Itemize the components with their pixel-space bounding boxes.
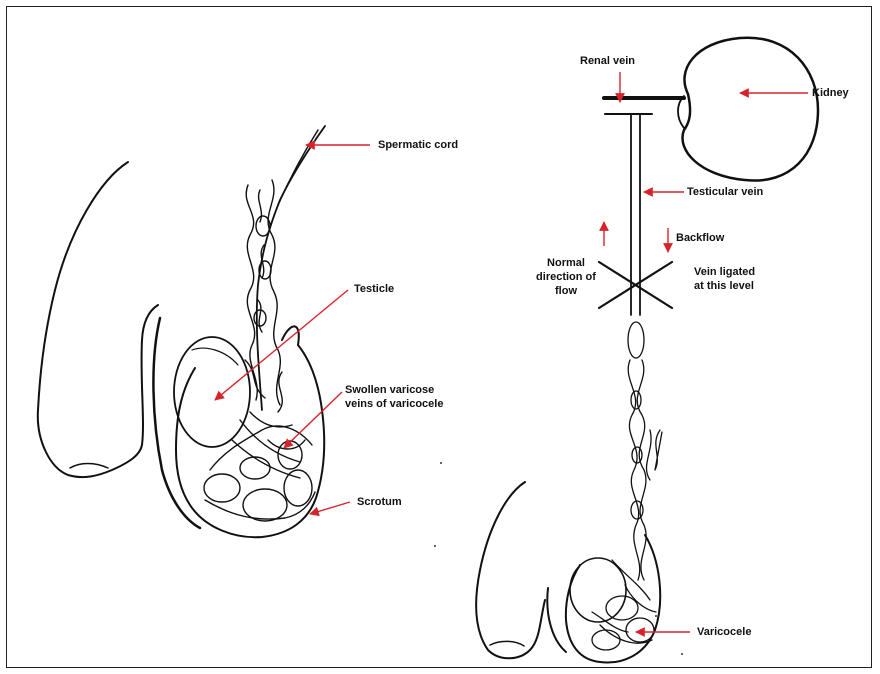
label-normal-line2: direction of [536,271,596,284]
left-anatomy [38,126,325,537]
label-varicocele: Varicocele [697,626,751,639]
label-ligated-line2: at this level [694,280,754,293]
label-testicle: Testicle [354,283,394,296]
left-testicle [174,337,250,447]
left-spermatic-cord [257,126,325,410]
right-anatomy [476,38,818,663]
arrow-swollen-veins [284,392,342,448]
arrow-testicle [215,290,348,400]
label-normal-line3: flow [536,285,596,298]
kidney-outline [682,38,818,181]
label-normal-line1: Normal [536,257,596,270]
label-spermatic-cord: Spermatic cord [378,139,458,152]
print-specks [434,462,683,655]
label-renal-vein: Renal vein [580,55,635,68]
label-ligated-line1: Vein ligated [694,266,755,279]
left-varicose-veins [204,180,315,521]
arrow-scrotum [310,502,350,514]
label-swollen-varicose-line1: Swollen varicose [345,384,434,397]
label-testicular-vein: Testicular vein [687,186,763,199]
right-testicle [570,558,626,622]
label-swollen-varicose-line2: veins of varicocele [345,398,443,411]
label-kidney: Kidney [812,87,849,100]
right-varicose-veins [592,322,662,650]
label-backflow: Backflow [676,232,724,245]
label-scrotum: Scrotum [357,496,402,509]
left-penis-outline [38,162,158,477]
right-penis-outline [476,482,545,658]
